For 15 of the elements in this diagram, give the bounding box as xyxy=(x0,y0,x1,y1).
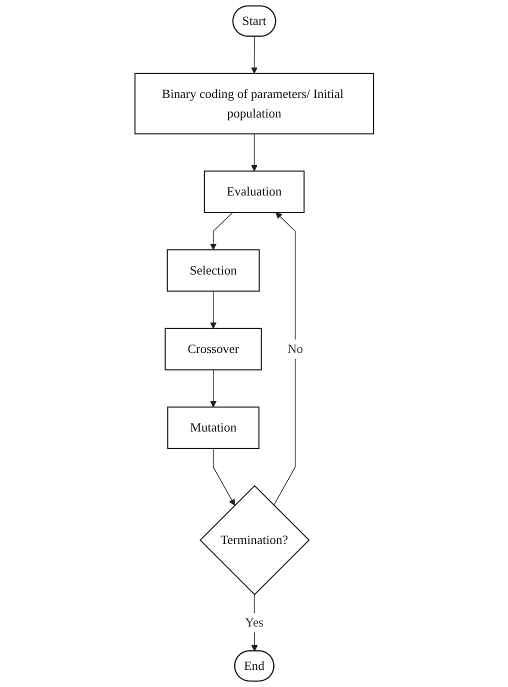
node-diamond: Termination? xyxy=(199,484,310,596)
node-box: Crossover xyxy=(164,328,262,370)
arrow xyxy=(210,212,233,250)
edge-label: Yes xyxy=(244,615,264,630)
node-box: Binary coding of parameters/ Initial population xyxy=(134,72,374,134)
node-box: Evaluation xyxy=(204,170,304,214)
arrow xyxy=(250,133,258,172)
edge-label: No xyxy=(287,342,303,356)
arrow xyxy=(212,448,235,506)
arrow xyxy=(273,212,296,506)
arrow xyxy=(250,36,258,74)
arrow xyxy=(210,290,216,329)
node-box: Selection xyxy=(166,249,260,292)
node-box: Mutation xyxy=(166,406,260,450)
arrow xyxy=(210,369,216,408)
